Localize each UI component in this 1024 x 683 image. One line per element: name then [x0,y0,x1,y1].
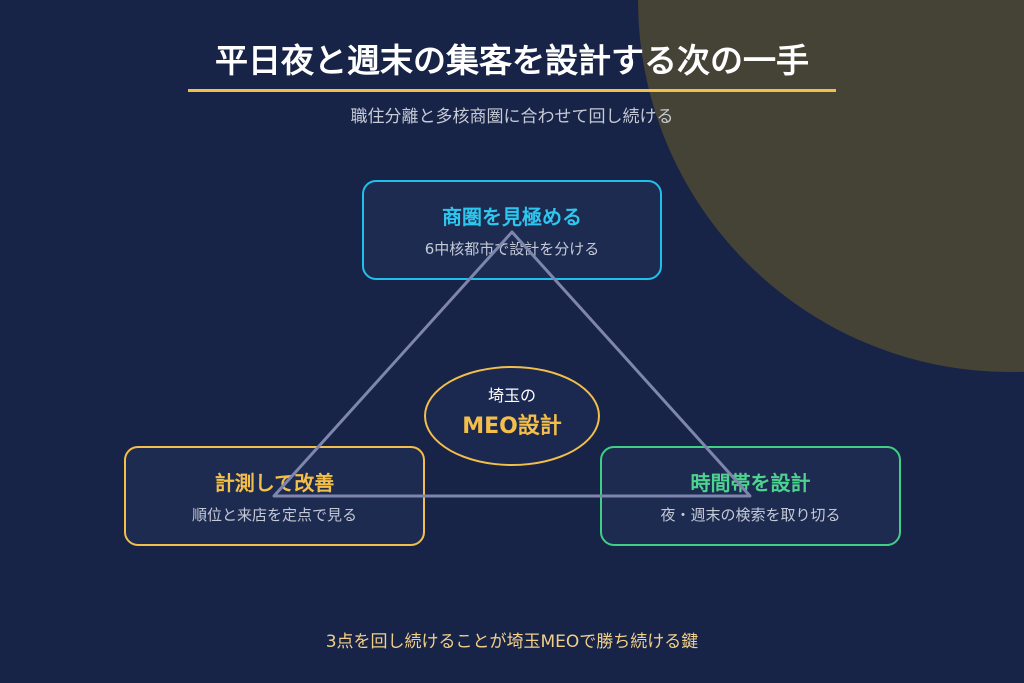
node-measure-improve-title: 計測して改善 [214,471,335,495]
center-label-top: 埼玉の [487,386,536,405]
page-subtitle: 職住分離と多核商圏に合わせて回し続ける [350,107,674,127]
node-time-design-title: 時間帯を設計 [690,471,811,495]
center-core-ellipse: 埼玉の MEO設計 [424,366,600,466]
node-time-design: 時間帯を設計 夜・週末の検索を取り切る [600,446,901,546]
node-trade-area-subtitle: 6中核都市で設計を分ける [424,240,600,258]
footer-caption: 3点を回し続けることが埼玉MEOで勝ち続ける鍵 [325,632,699,652]
node-trade-area: 商圏を見極める 6中核都市で設計を分ける [362,180,662,280]
background-circle [638,0,1024,372]
node-trade-area-title: 商圏を見極める [442,205,582,229]
page-title: 平日夜と週末の集客を設計する次の一手 [215,41,809,80]
node-time-design-subtitle: 夜・週末の検索を取り切る [660,506,841,524]
center-label-main: MEO設計 [462,414,562,439]
title-underline [188,89,836,92]
node-measure-improve: 計測して改善 順位と来店を定点で見る [124,446,425,546]
node-measure-improve-subtitle: 順位と来店を定点で見る [191,506,357,524]
